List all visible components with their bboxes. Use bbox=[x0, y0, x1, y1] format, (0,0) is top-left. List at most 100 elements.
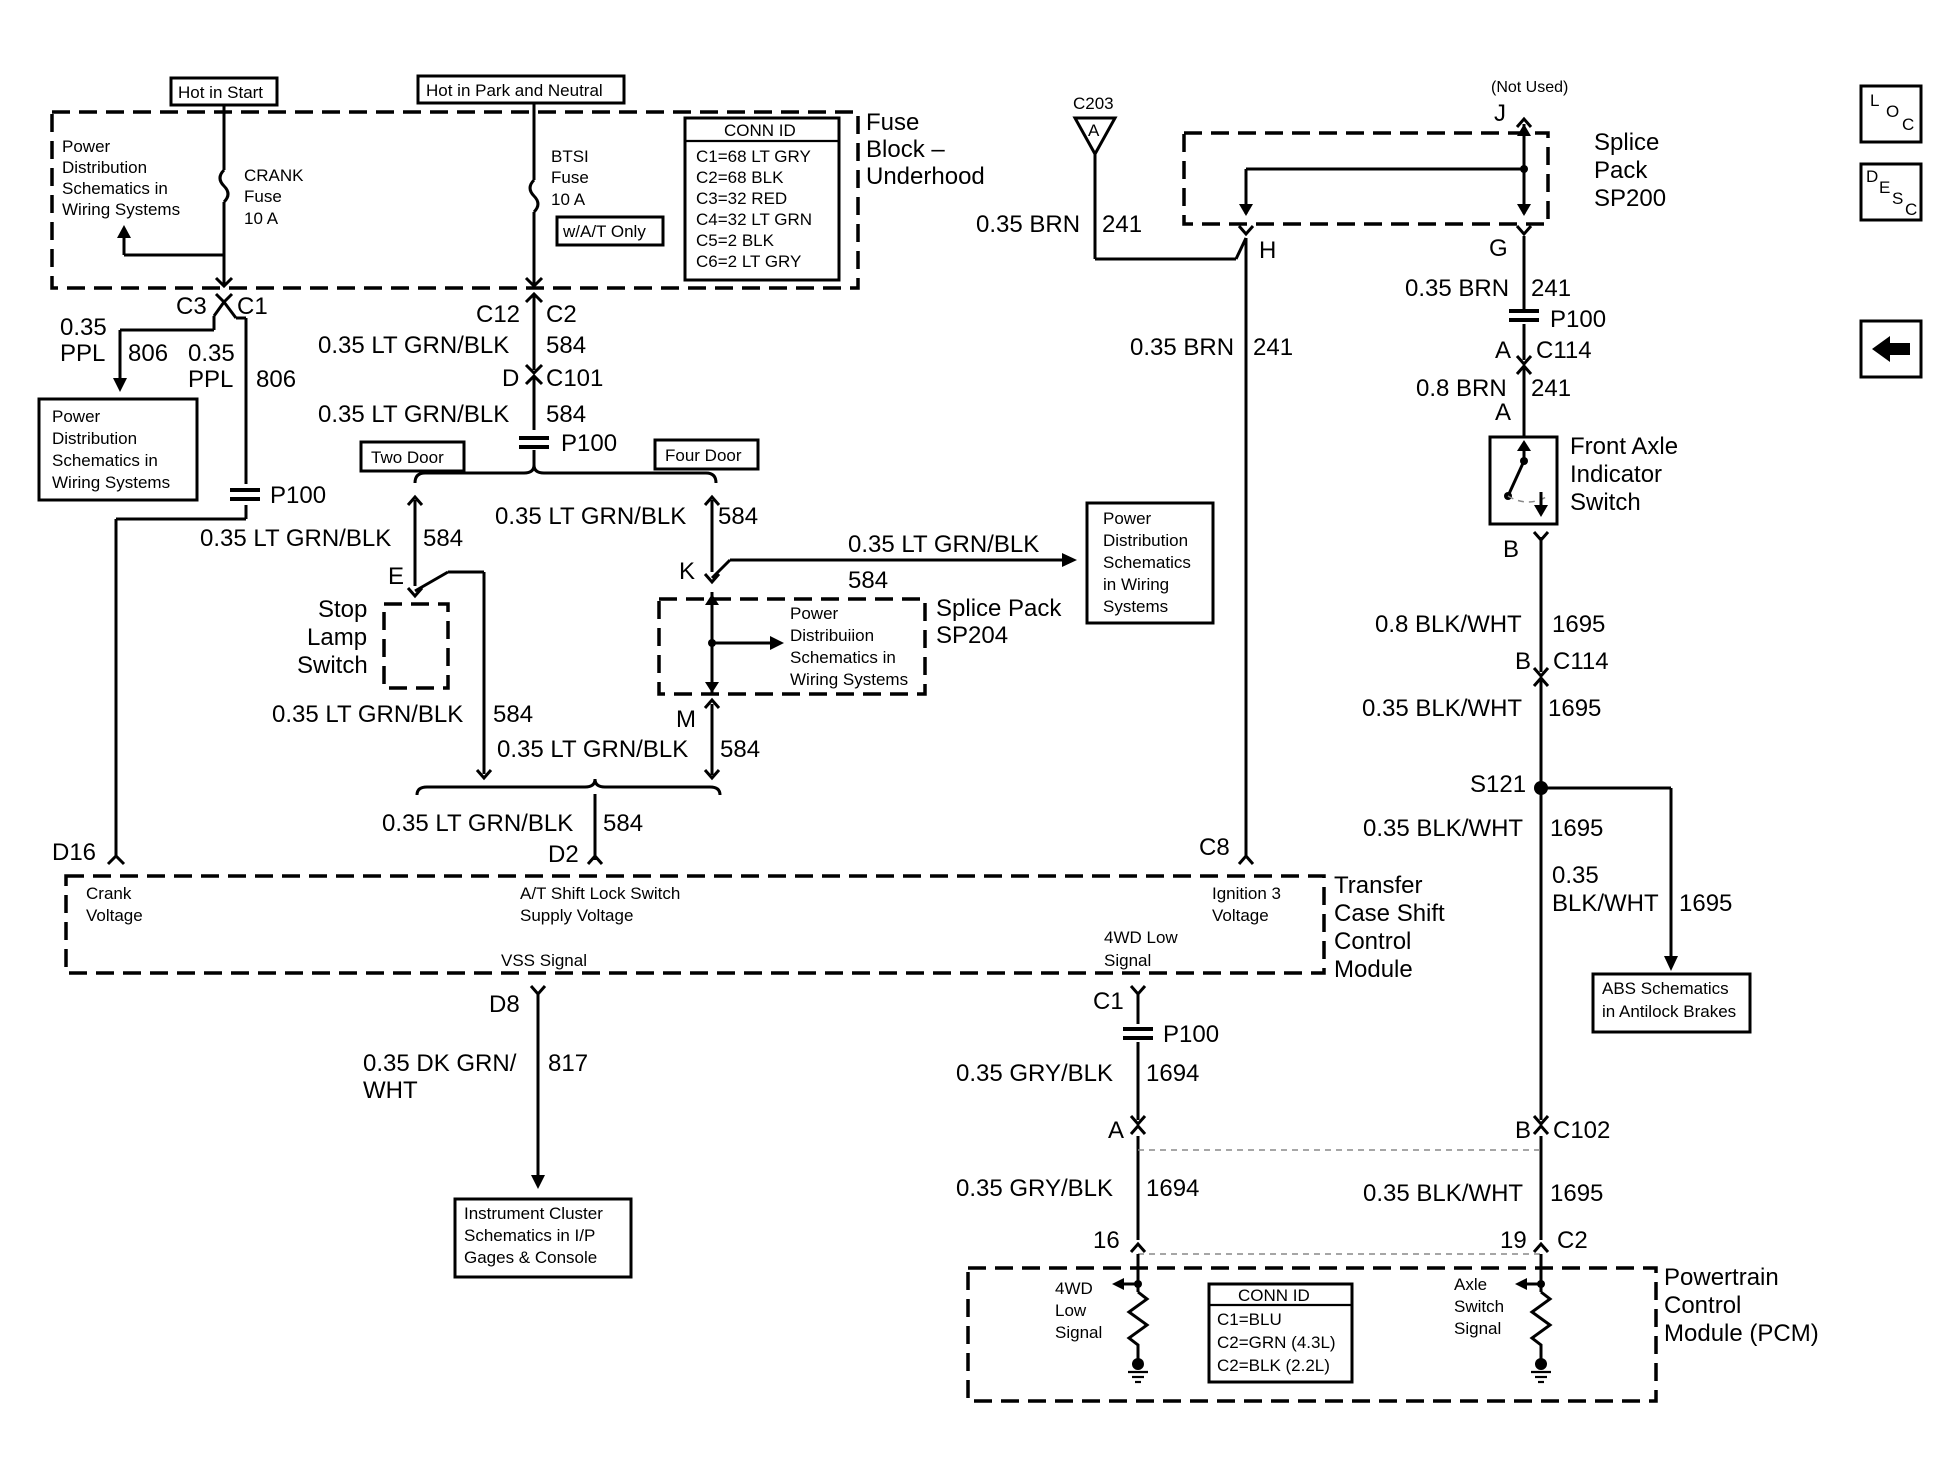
svg-text:Wiring Systems: Wiring Systems bbox=[790, 670, 908, 689]
svg-text:Signal: Signal bbox=[1454, 1319, 1501, 1338]
svg-text:Distribution: Distribution bbox=[1103, 531, 1188, 550]
p100-connector-crank: P100 bbox=[106, 482, 326, 866]
svg-text:1695: 1695 bbox=[1550, 815, 1603, 842]
svg-text:A: A bbox=[1108, 1117, 1124, 1144]
power-distribution-ref-right[interactable]: Power Distribution Schematics in Wiring … bbox=[1085, 501, 1215, 625]
svg-text:BLK/WHT: BLK/WHT bbox=[1552, 890, 1659, 917]
svg-text:Wiring Systems: Wiring Systems bbox=[52, 473, 170, 492]
loc-button[interactable]: L O C bbox=[1859, 84, 1923, 144]
svg-text:Power: Power bbox=[52, 407, 101, 426]
powertrain-control-module: Powertrain Control Module (PCM) 4WD Low … bbox=[966, 1264, 1819, 1403]
svg-text:Lamp: Lamp bbox=[307, 624, 367, 651]
svg-text:241: 241 bbox=[1531, 275, 1571, 302]
btsi-fuse bbox=[524, 103, 544, 289]
four-door-branch bbox=[703, 494, 1077, 781]
svg-text:Low: Low bbox=[1055, 1301, 1087, 1320]
svg-text:O: O bbox=[1886, 102, 1899, 121]
svg-text:C4=32 LT GRN: C4=32 LT GRN bbox=[696, 210, 812, 229]
svg-text:B: B bbox=[1515, 648, 1531, 675]
two-door-label: Two Door bbox=[371, 448, 444, 467]
p100-connector-btsi: P100 bbox=[413, 430, 718, 484]
svg-text:1694: 1694 bbox=[1146, 1060, 1199, 1087]
desc-button[interactable]: D E S C bbox=[1859, 162, 1923, 222]
svg-text:SP200: SP200 bbox=[1594, 185, 1666, 212]
svg-text:M: M bbox=[676, 706, 696, 733]
svg-text:584: 584 bbox=[493, 701, 533, 728]
svg-text:Case Shift: Case Shift bbox=[1334, 900, 1445, 927]
four-door-label-box bbox=[653, 438, 760, 471]
svg-text:0.35 BRN: 0.35 BRN bbox=[1130, 334, 1234, 361]
svg-text:0.35 BRN: 0.35 BRN bbox=[1405, 275, 1509, 302]
svg-text:Indicator: Indicator bbox=[1570, 461, 1662, 488]
abs-schematics-ref[interactable]: ABS Schematics in Antilock Brakes bbox=[1591, 972, 1752, 1034]
svg-text:C2=BLK (2.2L): C2=BLK (2.2L) bbox=[1217, 1356, 1330, 1375]
svg-text:L: L bbox=[1870, 91, 1879, 110]
svg-text:241: 241 bbox=[1102, 211, 1142, 238]
hot-in-start-label: Hot in Start bbox=[178, 83, 263, 102]
svg-text:C101: C101 bbox=[546, 365, 603, 392]
svg-text:1695: 1695 bbox=[1679, 890, 1732, 917]
svg-text:C12: C12 bbox=[476, 301, 520, 328]
svg-text:in Wiring: in Wiring bbox=[1103, 575, 1169, 594]
svg-text:C203: C203 bbox=[1073, 94, 1114, 113]
svg-text:C114: C114 bbox=[1536, 337, 1592, 364]
svg-text:Signal: Signal bbox=[1104, 951, 1151, 970]
instrument-cluster-ref[interactable]: Instrument Cluster Schematics in I/P Gag… bbox=[453, 1197, 633, 1279]
hot-in-park-label-box bbox=[416, 74, 626, 105]
svg-text:0.35 DK GRN/: 0.35 DK GRN/ bbox=[363, 1050, 517, 1077]
two-door-label-box bbox=[359, 440, 466, 473]
c203-connector: C203 A bbox=[1072, 94, 1248, 261]
svg-text:Fuse: Fuse bbox=[244, 187, 282, 206]
svg-text:C: C bbox=[1905, 200, 1917, 219]
svg-text:A: A bbox=[1088, 121, 1100, 140]
svg-text:C2=68 BLK: C2=68 BLK bbox=[696, 168, 784, 187]
svg-text:Voltage: Voltage bbox=[86, 906, 143, 925]
svg-text:Schematics: Schematics bbox=[1103, 553, 1191, 572]
crank-fuse bbox=[117, 105, 234, 289]
svg-text:10 A: 10 A bbox=[244, 209, 279, 228]
svg-text:Power: Power bbox=[1103, 509, 1152, 528]
svg-text:Splice: Splice bbox=[1594, 129, 1659, 156]
svg-text:Signal: Signal bbox=[1055, 1323, 1102, 1342]
svg-text:A: A bbox=[1495, 337, 1511, 364]
svg-text:E: E bbox=[1879, 178, 1890, 197]
svg-text:BTSI: BTSI bbox=[551, 147, 589, 166]
svg-text:0.35 BLK/WHT: 0.35 BLK/WHT bbox=[1362, 695, 1522, 722]
svg-text:C2: C2 bbox=[546, 301, 577, 328]
svg-text:0.35: 0.35 bbox=[60, 314, 107, 341]
fuse-block-underhood: Fuse Block – Underhood Hot in Start Hot … bbox=[50, 74, 985, 290]
svg-text:0.35 GRY/BLK: 0.35 GRY/BLK bbox=[956, 1175, 1113, 1202]
svg-text:C1=68 LT GRY: C1=68 LT GRY bbox=[696, 147, 811, 166]
svg-text:Fuse: Fuse bbox=[551, 168, 589, 187]
svg-text:0.35 LT GRN/BLK: 0.35 LT GRN/BLK bbox=[318, 401, 509, 428]
fuse-block-conn-id-table: CONN ID C1=68 LT GRY C2=68 BLK C3=32 RED… bbox=[683, 116, 841, 282]
front-axle-feed: G bbox=[1489, 225, 1539, 437]
svg-text:241: 241 bbox=[1531, 375, 1571, 402]
four-door-label: Four Door bbox=[665, 446, 742, 465]
svg-text:Distribuiion: Distribuiion bbox=[790, 626, 874, 645]
svg-text:Distribution: Distribution bbox=[62, 158, 147, 177]
svg-text:817: 817 bbox=[548, 1050, 588, 1077]
svg-text:C114: C114 bbox=[1553, 648, 1609, 675]
svg-text:584: 584 bbox=[718, 503, 758, 530]
svg-text:P100: P100 bbox=[1163, 1021, 1219, 1048]
svg-text:0.8 BLK/WHT: 0.8 BLK/WHT bbox=[1375, 611, 1522, 638]
pcm-4wd-low-input bbox=[1112, 1254, 1150, 1384]
svg-text:Underhood: Underhood bbox=[866, 163, 985, 190]
svg-text:Axle: Axle bbox=[1454, 1275, 1487, 1294]
svg-text:241: 241 bbox=[1253, 334, 1293, 361]
svg-text:0.35 LT GRN/BLK: 0.35 LT GRN/BLK bbox=[272, 701, 463, 728]
svg-text:B: B bbox=[1515, 1117, 1531, 1144]
svg-text:806: 806 bbox=[256, 366, 296, 393]
svg-text:0.35 LT GRN/BLK: 0.35 LT GRN/BLK bbox=[848, 531, 1039, 558]
svg-text:0.35 LT GRN/BLK: 0.35 LT GRN/BLK bbox=[497, 736, 688, 763]
back-button[interactable] bbox=[1859, 319, 1923, 379]
svg-text:Module: Module bbox=[1334, 956, 1413, 983]
power-distribution-ref-left[interactable]: Power Distribution Schematics in Wiring … bbox=[37, 397, 199, 502]
svg-text:Control: Control bbox=[1334, 928, 1411, 955]
svg-text:Distribution: Distribution bbox=[52, 429, 137, 448]
svg-text:Schematics in: Schematics in bbox=[52, 451, 158, 470]
svg-text:584: 584 bbox=[603, 810, 643, 837]
svg-text:584: 584 bbox=[423, 525, 463, 552]
hot-in-start-label-box bbox=[169, 76, 279, 107]
